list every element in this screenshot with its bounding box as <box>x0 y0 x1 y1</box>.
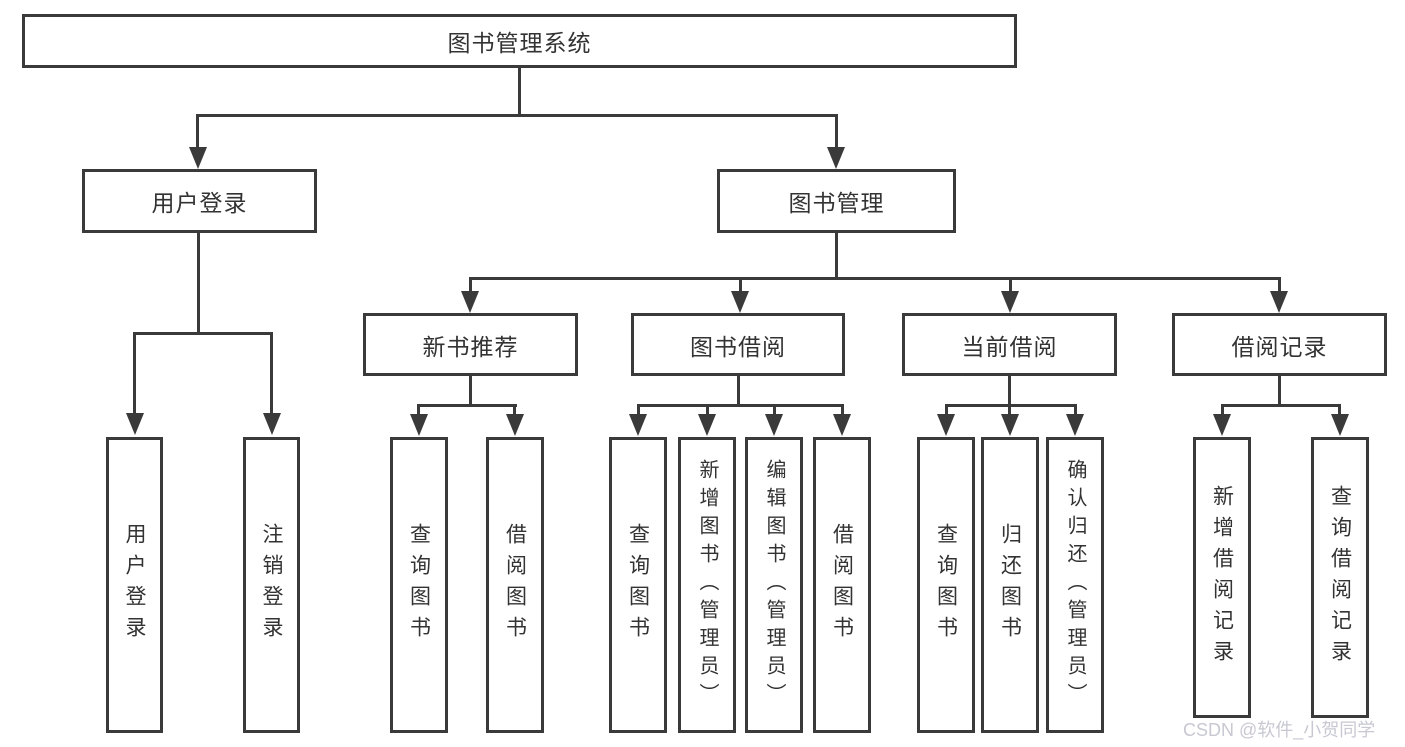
connector-line <box>1008 404 1011 416</box>
leaf-label: 编辑图书（管理员） <box>763 459 785 711</box>
arrow-down-icon <box>189 147 207 169</box>
node-label: 图书管理系统 <box>447 30 592 56</box>
node-current-borrow: 当前借阅 <box>902 313 1117 376</box>
leaf-label: 查询借阅记录 <box>1328 484 1352 671</box>
arrow-down-icon <box>1331 414 1349 436</box>
node-book-borrow: 图书借阅 <box>631 313 845 376</box>
leaf-label: 查询图书 <box>934 523 958 647</box>
connector-line <box>1221 404 1341 407</box>
leaf-query-books-recommend: 查询图书 <box>390 437 448 733</box>
leaf-label: 新增图书（管理员） <box>696 459 718 711</box>
connector-line <box>637 404 844 407</box>
connector-line <box>739 277 742 293</box>
connector-line <box>1221 404 1224 416</box>
leaf-borrow-books: 借阅图书 <box>813 437 871 733</box>
node-label: 新书推荐 <box>422 333 519 360</box>
leaf-label: 注销登录 <box>260 523 283 647</box>
node-user-login: 用户登录 <box>82 169 317 233</box>
leaf-confirm-return-admin: 确认归还（管理员） <box>1046 437 1104 733</box>
leaf-return-books: 归还图书 <box>981 437 1039 733</box>
arrow-down-icon <box>1001 414 1019 436</box>
node-book-management: 图书管理 <box>717 169 956 233</box>
leaf-label: 借阅图书 <box>503 523 527 647</box>
leaf-label: 归还图书 <box>998 523 1022 647</box>
connector-line <box>637 404 640 416</box>
node-label: 图书借阅 <box>690 333 786 360</box>
connector-line <box>518 68 521 116</box>
leaf-label: 确认归还（管理员） <box>1064 459 1086 711</box>
arrow-down-icon <box>731 291 749 313</box>
arrow-down-icon <box>506 414 524 436</box>
connector-line <box>196 114 837 117</box>
leaf-add-books-admin: 新增图书（管理员） <box>678 437 736 733</box>
node-label: 借阅记录 <box>1231 333 1328 360</box>
leaf-label: 新增借阅记录 <box>1210 484 1234 671</box>
connector-line <box>773 404 776 416</box>
arrow-down-icon <box>126 413 144 435</box>
arrow-down-icon <box>410 414 428 436</box>
arrow-down-icon <box>263 413 281 435</box>
leaf-user-login: 用户登录 <box>106 437 163 733</box>
node-label: 图书管理 <box>788 190 885 216</box>
connector-line <box>469 277 472 293</box>
arrow-down-icon <box>461 291 479 313</box>
leaf-add-borrow-record: 新增借阅记录 <box>1193 437 1251 718</box>
leaf-label: 查询图书 <box>407 523 431 647</box>
leaf-label: 借阅图书 <box>830 523 854 647</box>
leaf-query-books-borrow: 查询图书 <box>609 437 667 733</box>
connector-line <box>706 404 709 416</box>
connector-line <box>945 404 948 416</box>
connector-line <box>1278 277 1281 293</box>
connector-line <box>270 332 273 414</box>
arrow-down-icon <box>1213 414 1231 436</box>
arrow-down-icon <box>629 414 647 436</box>
arrow-down-icon <box>1066 414 1084 436</box>
watermark: CSDN @软件_小贺同学 <box>1183 720 1376 740</box>
connector-line <box>1008 376 1011 407</box>
connector-line <box>133 332 136 414</box>
connector-line <box>1338 404 1341 416</box>
connector-line <box>1074 404 1077 416</box>
connector-line <box>513 404 516 416</box>
node-new-book-recommend: 新书推荐 <box>363 313 578 376</box>
connector-line <box>835 233 838 280</box>
arrow-down-icon <box>833 414 851 436</box>
connector-line <box>737 376 740 407</box>
connector-line <box>1278 376 1281 407</box>
connector-line <box>1009 277 1012 293</box>
connector-line <box>945 404 1077 407</box>
leaf-label: 查询图书 <box>626 523 650 647</box>
arrow-down-icon <box>765 414 783 436</box>
connector-line <box>196 114 199 149</box>
arrow-down-icon <box>937 414 955 436</box>
node-borrow-records: 借阅记录 <box>1172 313 1387 376</box>
arrow-down-icon <box>1001 291 1019 313</box>
leaf-borrow-books-recommend: 借阅图书 <box>486 437 544 733</box>
leaf-label: 用户登录 <box>123 523 146 647</box>
connector-line <box>133 332 273 335</box>
arrow-down-icon <box>827 147 845 169</box>
leaf-logout: 注销登录 <box>243 437 300 733</box>
node-label: 用户登录 <box>151 190 248 216</box>
connector-line <box>417 404 420 416</box>
leaf-edit-books-admin: 编辑图书（管理员） <box>745 437 803 733</box>
connector-line <box>197 233 200 335</box>
arrow-down-icon <box>698 414 716 436</box>
node-label: 当前借阅 <box>961 333 1058 360</box>
connector-line <box>417 404 517 407</box>
connector-line <box>469 277 1281 280</box>
leaf-query-borrow-record: 查询借阅记录 <box>1311 437 1369 718</box>
leaf-query-books-current: 查询图书 <box>917 437 975 733</box>
arrow-down-icon <box>1270 291 1288 313</box>
node-library-system: 图书管理系统 <box>22 14 1017 68</box>
connector-line <box>835 114 838 149</box>
connector-line <box>841 404 844 416</box>
connector-line <box>469 376 472 407</box>
